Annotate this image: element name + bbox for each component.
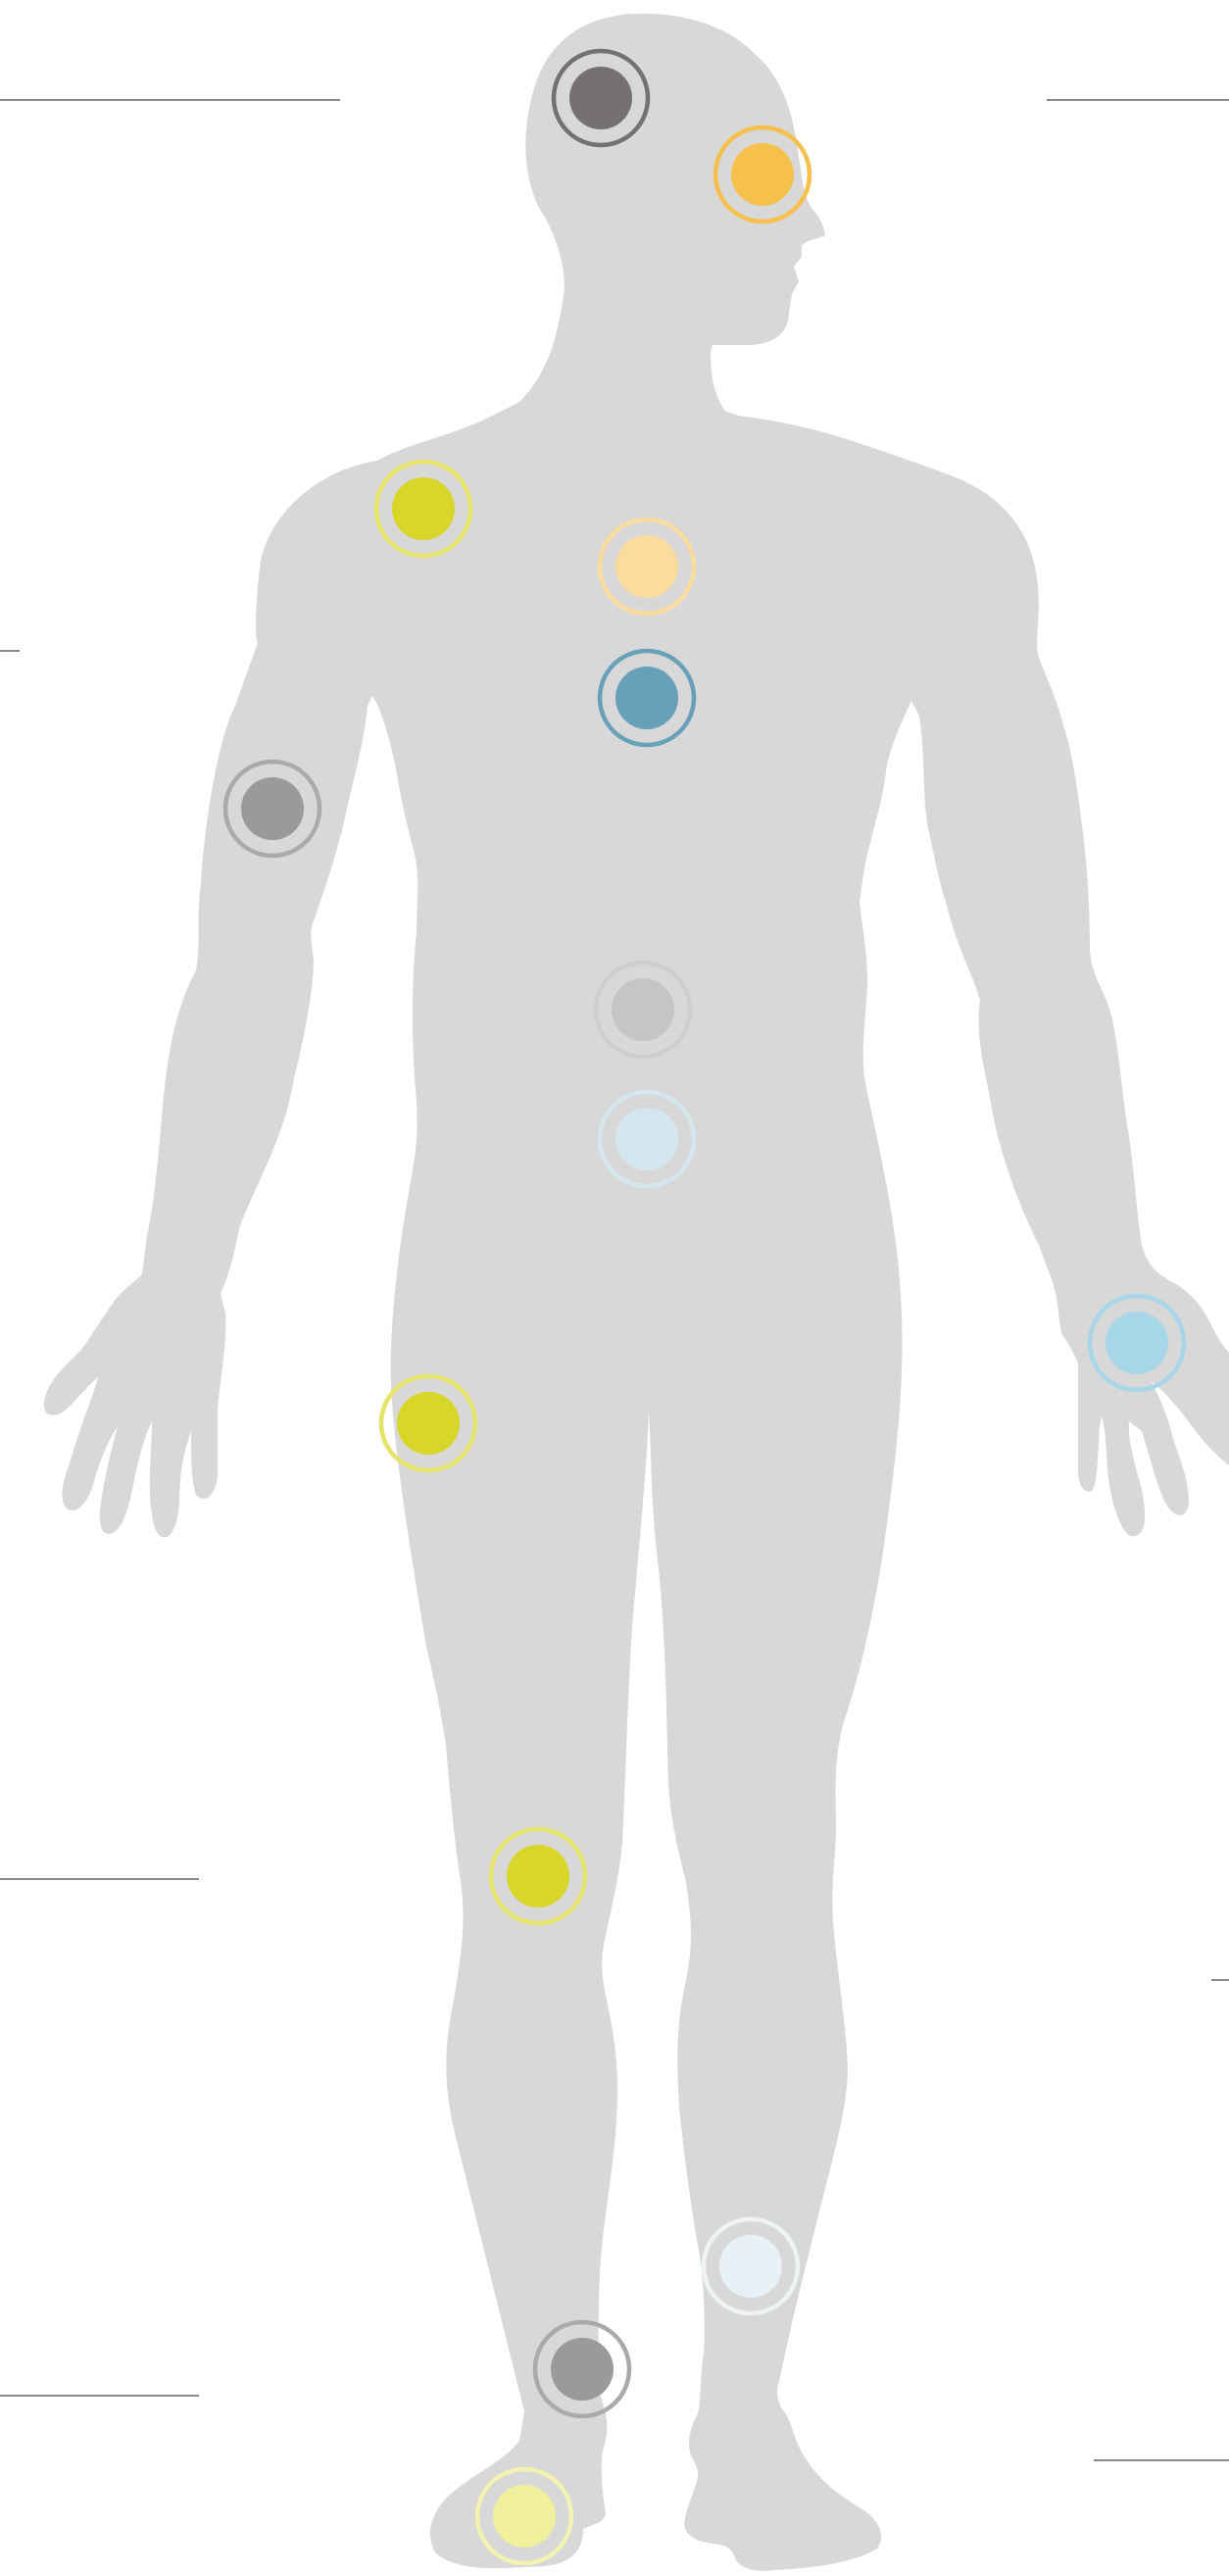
- marker-dot: [612, 978, 674, 1041]
- marker-dot: [569, 67, 632, 129]
- marker-dot: [241, 777, 304, 840]
- marker-dot: [615, 1108, 678, 1170]
- marker-dot: [397, 1392, 460, 1455]
- marker-dot: [719, 2235, 782, 2298]
- marker-dot: [551, 2338, 614, 2401]
- marker-dot: [615, 535, 678, 598]
- marker-dot: [615, 667, 678, 729]
- marker-dot: [392, 477, 455, 540]
- marker-dot: [507, 1845, 569, 1907]
- marker-dot: [493, 2485, 556, 2548]
- marker-dot: [1106, 1312, 1168, 1374]
- marker-dot: [731, 143, 794, 206]
- human-silhouette: [44, 14, 1229, 2571]
